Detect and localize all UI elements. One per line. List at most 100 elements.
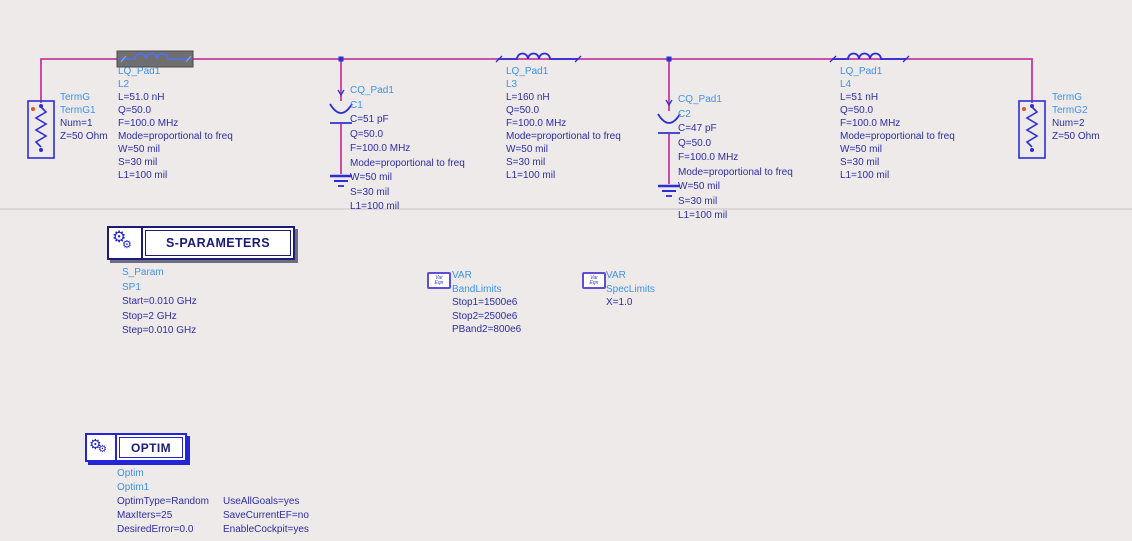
component-type-label: CQ_Pad1 [678, 94, 722, 105]
optim-controller-box[interactable]: ⚙ ⚙ OPTIM [85, 433, 187, 462]
component-type-label: TermG [60, 92, 90, 103]
ground-symbol-c1[interactable] [330, 174, 352, 187]
component-name-label: L3 [506, 79, 518, 90]
junction-node[interactable] [338, 56, 344, 62]
controller-name-label: Optim1 [117, 482, 150, 493]
param-line: Step=0.010 GHz [122, 325, 197, 336]
param-line: UseAllGoals=yes [223, 496, 300, 507]
var-eqn-icon-text: Var Eqn [434, 274, 444, 286]
param-line: W=50 mil [840, 144, 882, 155]
param-line: Q=50.0 [350, 128, 384, 140]
param-line: Q=50.0 [506, 105, 540, 116]
component-type-label: TermG [1052, 92, 1082, 103]
ground-symbol-c2[interactable] [658, 184, 680, 197]
pin-tick [337, 89, 345, 97]
param-line: Stop1=1500e6 [452, 297, 518, 308]
wire-main[interactable] [40, 58, 1033, 103]
capacitor-c1-symbol[interactable] [329, 89, 353, 124]
inductor-l2-symbol-selected[interactable] [116, 50, 194, 68]
component-type-label: LQ_Pad1 [506, 66, 549, 77]
param-line: L1=100 mil [350, 201, 400, 212]
param-line: Stop2=2500e6 [452, 310, 518, 322]
capacitor-curved-plate [657, 113, 681, 124]
param-line: Mode=proportional to freq [118, 131, 233, 142]
param-line: S=30 mil [678, 195, 718, 207]
var-eqn-icon[interactable]: Var Eqn [427, 272, 451, 289]
param-line: W=50 mil [118, 144, 160, 155]
param-line: Mode=proportional to freq [678, 166, 793, 178]
node-dot [39, 148, 43, 152]
param-line: Mode=proportional to freq [840, 131, 955, 142]
gear-icon: ⚙ [122, 239, 132, 251]
controller-type-label: S_Param [122, 267, 164, 278]
controller-name-label: SP1 [122, 281, 141, 293]
param-line: Num=2 [1052, 118, 1085, 129]
term-g2-symbol[interactable] [1018, 100, 1046, 159]
inductor-l4-symbol[interactable] [829, 52, 910, 63]
junction-node[interactable] [666, 56, 672, 62]
component-name-label: C2 [678, 108, 691, 120]
node-dot [1030, 148, 1034, 152]
pin1-dot [31, 107, 35, 111]
inductor-l3-symbol[interactable] [495, 52, 582, 63]
component-name-label: C1 [350, 99, 363, 111]
component-name-label: TermG1 [60, 105, 96, 116]
inductor-coil [120, 52, 190, 60]
component-type-label: LQ_Pad1 [840, 66, 883, 77]
param-line: F=100.0 MHz [506, 118, 567, 129]
capacitor-c2-symbol[interactable] [657, 99, 681, 134]
param-line: Z=50 Ohm [60, 131, 108, 142]
s-parameters-title: S-PARAMETERS [145, 230, 291, 256]
param-line: L1=100 mil [678, 210, 728, 221]
pin-tick [495, 55, 582, 63]
resistor-zigzag [34, 106, 48, 148]
param-line: Mode=proportional to freq [506, 131, 621, 142]
component-type-label: LQ_Pad1 [118, 66, 161, 77]
param-line: DesiredError=0.0 [117, 524, 194, 535]
capacitor-curved-plate [329, 103, 353, 114]
param-line: W=50 mil [350, 172, 392, 183]
param-line: Num=1 [60, 118, 93, 129]
param-line: Z=50 Ohm [1052, 131, 1100, 142]
component-type-label: CQ_Pad1 [350, 85, 394, 96]
term-body [1018, 100, 1046, 159]
param-line: OptimType=Random [117, 496, 209, 507]
var2-labels: VAR SpecLimits X=1.0 [606, 269, 655, 310]
term-g1-symbol[interactable] [27, 100, 55, 159]
param-line: SaveCurrentEF=no [223, 510, 309, 521]
s-parameters-controller-box[interactable]: ⚙ ⚙ S-PARAMETERS [107, 226, 295, 260]
param-line: Stop=2 GHz [122, 310, 177, 322]
param-line: L=51.0 nH [118, 92, 165, 103]
param-line: EnableCockpit=yes [223, 524, 309, 535]
var-eqn-icon[interactable]: Var Eqn [582, 272, 606, 289]
param-line: MaxIters=25 [117, 510, 173, 521]
controller-type-label: VAR [452, 270, 472, 281]
param-line: X=1.0 [606, 297, 633, 308]
param-line: L1=100 mil [840, 170, 890, 181]
controller-param-list: X=1.0 [606, 296, 655, 310]
param-line: S=30 mil [506, 157, 546, 168]
param-line: Start=0.010 GHz [122, 296, 197, 307]
param-line: S=30 mil [350, 186, 390, 198]
param-line: L1=100 mil [118, 170, 168, 181]
param-line: F=100.0 MHz [840, 118, 901, 129]
